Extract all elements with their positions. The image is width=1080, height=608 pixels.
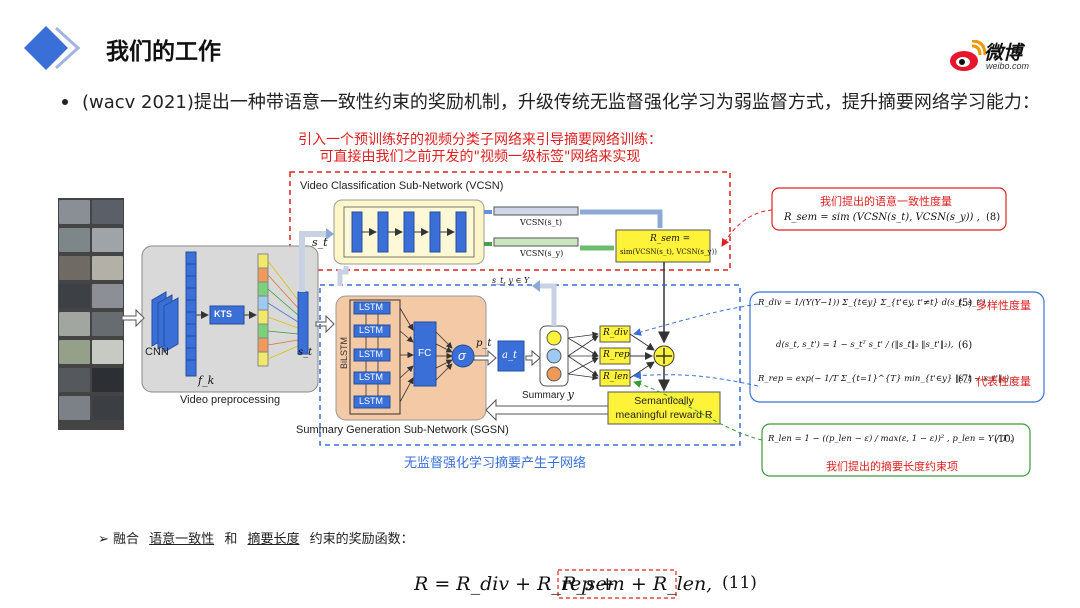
bottom-u1: 语意一致性 [149, 532, 215, 547]
bilstm-label: BiLSTM [339, 336, 350, 370]
header-diamond-icon [22, 24, 88, 72]
rsem-box-top: R_sem = [650, 234, 691, 244]
video-preprocessing-label: Video preprocessing [180, 394, 281, 406]
cnn-label: CNN [145, 346, 169, 358]
bottom-and: 和 [224, 532, 238, 547]
bottom-lead: ➢ 融合 [98, 532, 140, 547]
r-rep-label: R_rep [603, 350, 630, 360]
kts-label: KTS [214, 309, 232, 319]
lstm-3: LSTM [359, 349, 384, 359]
semantic-num: (8) [986, 212, 1001, 223]
summary-label: Summary y [522, 388, 574, 401]
reward-equation-box: R_sem + R_len, [562, 573, 713, 595]
fc-label: FC [418, 348, 432, 359]
lstm-4: LSTM [359, 372, 384, 382]
lstm-2: LSTM [359, 325, 384, 335]
vcsn-st-label: VCSN(s_t) [520, 218, 562, 227]
r-len-label: R_len [603, 372, 629, 382]
weibo-logo: 微博 weibo.com [948, 39, 1038, 76]
page-title: 我们的工作 [106, 39, 221, 65]
vcsn-label: Video Classification Sub-Network (VCSN) [300, 180, 504, 192]
bullet-text: (wacv 2021)提出一种带语意一致性约束的奖励机制，升级传统无监督强化学习… [82, 92, 1040, 113]
st-label: s_t [312, 236, 328, 249]
red-note: 引入一个预训练好的视频分类子网络来引导摘要网络训练： 可直接由我们之前开发的"视… [230, 132, 730, 166]
reward-box-text: Semantically meaningful reward R [615, 395, 713, 421]
div-num: (5) [958, 298, 973, 309]
vcsn-sy-label: VCSN(s_y) [520, 249, 564, 258]
d-eq: d(s_t, s_t') = 1 − s_tᵀ s_t' / (‖s_t‖₂ ‖… [776, 340, 954, 350]
rep-num: (7) [958, 374, 973, 385]
sgsn-label: Summary Generation Sub-Network (SGSN) [296, 424, 509, 436]
lstm-5: LSTM [359, 396, 384, 406]
sigma-label: σ [458, 348, 466, 363]
st-small-label: s_t [298, 347, 313, 358]
rep-eq: R_rep = exp(− 1/T Σ_{t=1}^{T} min_{t'∈y}… [758, 374, 1015, 384]
bottom-tail: 约束的奖励函数： [309, 532, 414, 547]
weibo-logo-sub: weibo.com [986, 61, 1030, 71]
lstm-1: LSTM [359, 302, 384, 312]
r-div-label: R_div [603, 328, 629, 338]
red-note-line1: 引入一个预训练好的视频分类子网络来引导摘要网络训练： [298, 132, 662, 148]
reward-equation-num: (11) [722, 573, 757, 593]
st-loop-label: s_t, y ∈ Y [492, 276, 530, 285]
at-label: a_t [502, 350, 517, 361]
rep-label: 代表性度量 [976, 375, 1031, 388]
reward-equation-left: R = R_div + R_rep + [414, 573, 616, 595]
semantic-eq: R_sem = sim (VCSN(s_t), VCSN(s_y)) , [784, 212, 980, 223]
div-label: 多样性度量 [976, 299, 1031, 312]
len-eq: R_len = 1 − ((p_len − ε) / max(ε, 1 − ε)… [768, 434, 1013, 444]
sgsn-cn-label: 无监督强化学习摘要产生子网络 [404, 456, 587, 471]
weibo-logo-text: 微博 [984, 42, 1023, 64]
div-eq: R_div = 1/(Y(Y−1)) Σ_{t∈y} Σ_{t'∈y, t'≠t… [758, 298, 991, 308]
rsem-box-bottom: sim(VCSN(s_t), VCSN(s_y)) [620, 248, 717, 256]
video-frames [58, 198, 124, 430]
len-label: 我们提出的摘要长度约束项 [826, 460, 958, 473]
bottom-line: ➢ 融合 语意一致性 和 摘要长度 约束的奖励函数： [98, 528, 414, 547]
bullet-dot [62, 99, 68, 105]
bottom-u2: 摘要长度 [247, 532, 300, 547]
semantic-title: 我们提出的语意一致性度量 [820, 195, 952, 208]
weibo-eye-icon [950, 39, 987, 71]
len-num: (10) [994, 434, 1015, 445]
pt-label: p_t [476, 338, 492, 349]
d-num: (6) [958, 340, 973, 351]
red-note-line2: 可直接由我们之前开发的"视频一级标签"网络来实现 [319, 149, 641, 165]
fk-label: f_k [198, 374, 215, 387]
